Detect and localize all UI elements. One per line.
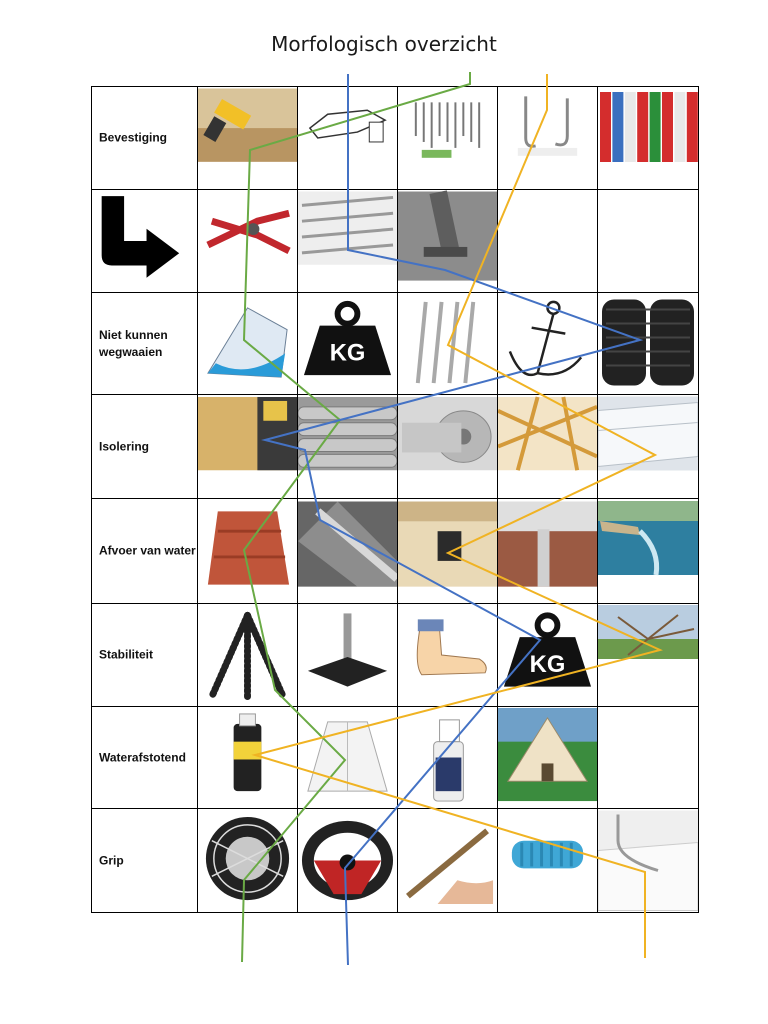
- option-cell: [597, 86, 699, 190]
- page-title: Morfologisch overzicht: [271, 32, 497, 56]
- option-cell: [397, 603, 498, 707]
- option-cell: [297, 808, 398, 913]
- option-cell: [297, 86, 398, 190]
- option-cell: KG: [297, 292, 398, 395]
- option-cell: [397, 808, 498, 913]
- spray-bottle-image: [433, 719, 464, 802]
- shower-tray-image: [598, 810, 698, 911]
- row-label-cell: Bevestiging: [91, 86, 198, 190]
- snow-chain-wheel-image: [205, 816, 290, 901]
- option-cell: [497, 808, 598, 913]
- option-cell: [197, 394, 298, 499]
- rails-image: [298, 191, 397, 265]
- row-label-cell: Grip: [91, 808, 198, 913]
- option-cell: [397, 498, 498, 604]
- row-label-cell: [91, 189, 198, 293]
- row-label-cell: Niet kunnen wegwaaien: [91, 292, 198, 395]
- spray-can-image: [233, 713, 262, 792]
- option-cell: [497, 706, 598, 809]
- option-cell: [497, 394, 598, 499]
- tripod-image: [208, 611, 287, 701]
- option-cell: [497, 292, 598, 395]
- pen-image: [406, 828, 494, 905]
- option-cell: [597, 603, 699, 707]
- row-label: Afvoer van water: [99, 543, 196, 558]
- row-label: Bevestiging: [99, 130, 168, 145]
- option-cell: [397, 706, 498, 809]
- glue-gun-image: [198, 88, 297, 162]
- option-cell: [297, 498, 398, 604]
- option-cell: [597, 189, 699, 293]
- option-cell: [197, 189, 298, 293]
- option-cell: [197, 292, 298, 395]
- tires-image: [602, 299, 694, 386]
- svg-text:KG: KG: [330, 339, 366, 366]
- option-cell: [197, 706, 298, 809]
- screws-and-nails-image: [414, 102, 481, 158]
- tent-pegs-image: [415, 301, 476, 384]
- option-cell: [597, 292, 699, 395]
- steering-wheel-image: [301, 820, 394, 901]
- raincoat-image: [307, 721, 388, 792]
- gutter-image: [498, 501, 597, 587]
- option-cell: [197, 86, 298, 190]
- option-cell: [197, 808, 298, 913]
- option-cell: [597, 394, 699, 499]
- anchor-image: [508, 300, 583, 377]
- option-cell: [197, 603, 298, 707]
- option-cell: [597, 808, 699, 913]
- pipe-foam-image: [298, 397, 397, 471]
- row-label-cell: Waterafstotend: [91, 706, 198, 809]
- water-spout-image: [598, 501, 698, 576]
- option-cell: [397, 189, 498, 293]
- option-cell: [397, 292, 498, 395]
- option-cell: [497, 189, 598, 293]
- foil-roll-image: [398, 397, 497, 471]
- tree-roots-image: [598, 605, 698, 659]
- row-label: Niet kunnen wegwaaien: [99, 327, 168, 359]
- sealant-tubes-image: [600, 92, 698, 162]
- umbrella-base-image: [307, 613, 388, 687]
- option-cell: [297, 394, 398, 499]
- foam-boards-image: [598, 396, 698, 471]
- option-cell: [197, 498, 298, 604]
- bell-tent-image: [498, 708, 597, 802]
- row-label: Waterafstotend: [99, 750, 186, 764]
- post-anchor-image: [398, 190, 497, 281]
- option-cell: [297, 189, 398, 293]
- roof-bracket-image: [308, 109, 387, 143]
- drain-channel-image: [298, 501, 397, 587]
- option-cell: [497, 498, 598, 604]
- osb-insulation-image: [198, 397, 297, 471]
- weight-kg-image: KG: [503, 612, 592, 687]
- roof-corner-image: [398, 501, 497, 587]
- wooden-roof-frame-image: [498, 396, 597, 471]
- row-label: Stabiliteit: [99, 647, 154, 662]
- option-cell: [597, 706, 699, 809]
- row-label: Isolering: [99, 439, 150, 453]
- roof-tiles-image: [198, 501, 297, 587]
- foot-image: [416, 619, 487, 676]
- hooks-image: [498, 88, 597, 162]
- weight-kg-image: KG: [303, 300, 392, 376]
- beach-tent-image: [207, 307, 288, 378]
- row-label: Grip: [99, 853, 124, 867]
- option-cell: [397, 394, 498, 499]
- turn-arrow-icon: [101, 196, 180, 278]
- row-label-cell: Stabiliteit: [91, 603, 198, 707]
- clamp-image: [206, 209, 291, 254]
- option-cell: [397, 86, 498, 190]
- option-cell: [297, 603, 398, 707]
- option-cell: [497, 86, 598, 190]
- row-label-cell: Afvoer van water: [91, 498, 198, 604]
- rubber-grip-image: [511, 840, 584, 869]
- option-cell: KG: [497, 603, 598, 707]
- row-label-cell: Isolering: [91, 394, 198, 499]
- svg-text:KG: KG: [530, 651, 566, 678]
- option-cell: [297, 706, 398, 809]
- option-cell: [597, 498, 699, 604]
